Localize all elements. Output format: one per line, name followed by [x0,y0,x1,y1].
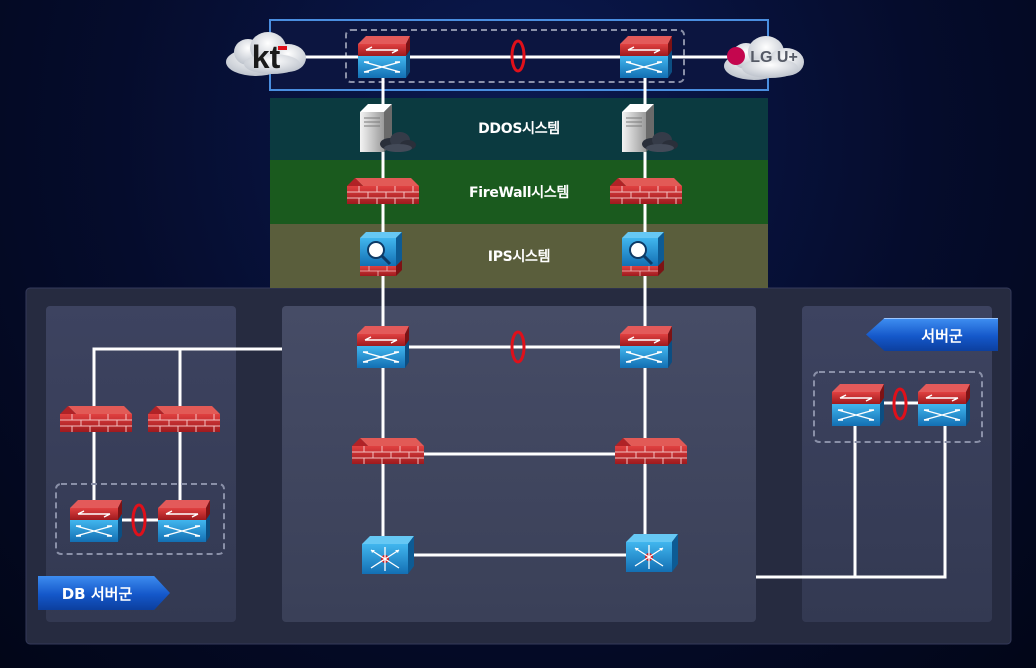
db-router-right-icon [157,499,211,543]
server-router-left-icon [831,383,885,427]
server-router-group [813,371,983,443]
edge-router-left-icon [357,35,411,79]
core-firewall-left-icon [351,437,425,465]
server-router-right-icon [917,383,971,427]
server-group-tag: 서버군 [866,318,998,351]
kt-logo-text: kt [252,39,281,75]
db-firewall-left-icon [59,405,133,433]
core-router-right-icon [619,325,673,369]
server-group-panel [802,306,992,622]
edge-router-right-icon [619,35,673,79]
firewall-band-label: FireWall시스템 [468,185,570,201]
ips-band [270,224,768,288]
isp-edge-band [269,19,769,91]
db-firewall-right-icon [147,405,221,433]
ips-band-label: IPS시스템 [487,249,551,265]
lgu-cloud-icon: LG U+ [724,36,804,80]
ddos-band-label: DDOS시스템 [478,121,560,137]
db-router-left-icon [69,499,123,543]
db-server-group-panel [46,306,236,622]
db-server-group-tag: DB 서버군 [38,576,170,610]
db-router-group [55,483,225,555]
core-router-left-icon [356,325,410,369]
lgu-logo-text: LG U+ [750,49,798,66]
core-firewall-right-icon [614,437,688,465]
l3-switch-right-icon [625,533,679,573]
l3-switch-left-icon [361,535,415,575]
kt-cloud-icon: kt [226,32,306,76]
ddos-band [270,98,768,160]
